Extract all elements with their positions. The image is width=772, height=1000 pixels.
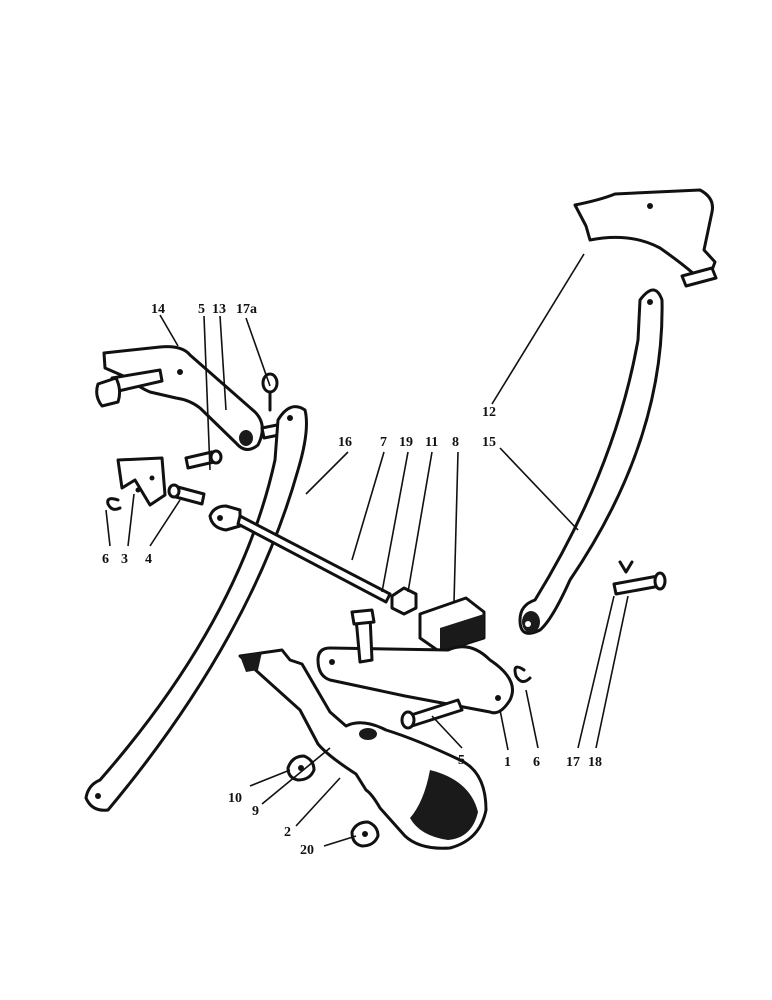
part-clip-left [106, 497, 122, 511]
part-nut-10 [286, 754, 316, 782]
part-left-curved-arm [84, 405, 308, 812]
label-part-8: 8 [452, 435, 459, 450]
part-bolt-lower [400, 698, 464, 730]
part-hook [238, 648, 488, 850]
part-labels: 14 5 13 17a 6 3 4 16 7 19 11 8 12 15 5 1… [102, 302, 602, 858]
label-part-11: 11 [425, 435, 438, 450]
part-clip-bracket [116, 456, 167, 507]
part-ring-pin [261, 372, 279, 412]
part-nut-19 [390, 586, 418, 616]
part-small-bolts [167, 449, 223, 506]
part-nut-20 [350, 820, 380, 848]
label-part-1: 1 [504, 755, 511, 770]
label-part-6-left: 6 [102, 552, 109, 567]
label-part-18: 18 [588, 755, 602, 770]
label-part-19: 19 [399, 435, 413, 450]
label-part-4: 4 [145, 552, 152, 567]
label-part-16: 16 [338, 435, 352, 450]
label-part-3: 3 [121, 552, 128, 567]
label-part-2: 2 [284, 825, 291, 840]
label-part-5-upper: 5 [198, 302, 205, 317]
label-part-5-lower: 5 [458, 753, 465, 768]
label-part-9: 9 [252, 804, 259, 819]
label-part-6-right: 6 [533, 755, 540, 770]
label-part-12: 12 [482, 405, 496, 420]
label-part-10: 10 [228, 791, 242, 806]
label-part-15: 15 [482, 435, 496, 450]
part-clip-right [513, 665, 532, 683]
part-upper-left-bracket [95, 345, 286, 451]
part-long-rod [208, 504, 392, 604]
part-right-curved-arm [518, 288, 664, 635]
label-part-14: 14 [151, 302, 165, 317]
label-part-7: 7 [380, 435, 387, 450]
label-part-17a: 17a [236, 302, 257, 317]
label-part-13: 13 [212, 302, 226, 317]
label-part-17: 17 [566, 755, 580, 770]
part-upper-right-bracket [573, 188, 718, 288]
leader-lines [105, 253, 629, 847]
part-linkage-plates [316, 608, 514, 715]
part-block [418, 596, 486, 654]
part-pin-17-18 [612, 560, 667, 596]
label-part-20: 20 [300, 843, 314, 858]
